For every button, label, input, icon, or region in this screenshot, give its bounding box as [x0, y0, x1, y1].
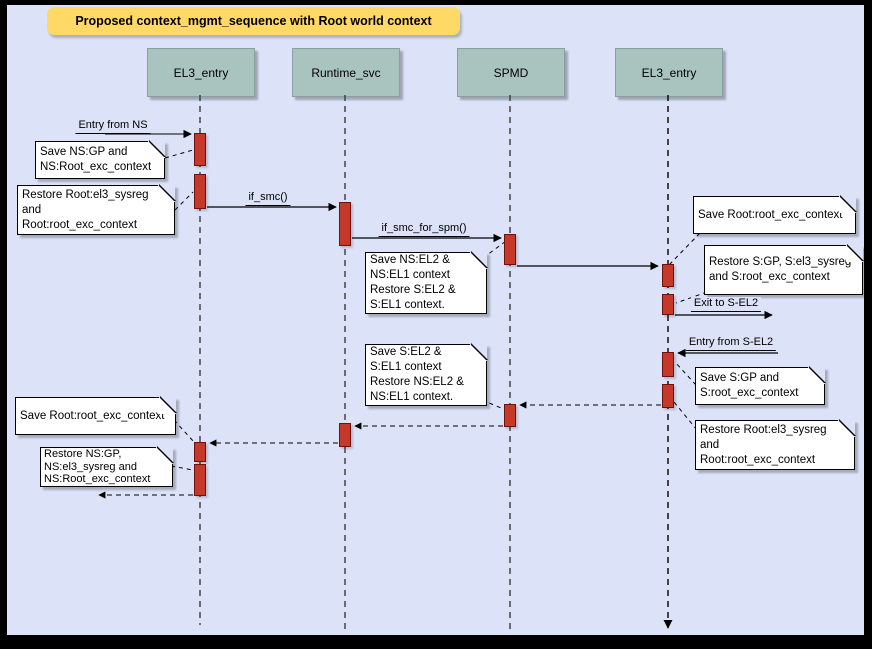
message-label-if-smc-for-spm: if_smc_for_spm()	[378, 222, 470, 237]
frame-border-top	[0, 0, 872, 5]
note-text: Save Root:root_exc_context	[20, 409, 165, 422]
note-restore-root-el3-sysreg-right: Restore Root:el3_sysreg and Root:root_ex…	[695, 420, 855, 470]
note-text: Save NS:GP and NS:Root_exc_context	[40, 146, 152, 173]
note-restore-s-gp: Restore S:GP, S:el3_sysreg and S:root_ex…	[704, 245, 863, 295]
note-restore-root-el3-sysreg: Restore Root:el3_sysreg and Root:root_ex…	[17, 185, 175, 235]
message-label-if-smc: if_smc()	[245, 191, 291, 206]
diagram-title: Proposed context_mgmt_sequence with Root…	[47, 7, 460, 35]
note-save-ns-el2: Save NS:EL2 & NS:EL1 context Restore S:E…	[365, 252, 487, 314]
note-text: Restore Root:el3_sysreg and Root:root_ex…	[22, 188, 149, 231]
lifeline-header-el3-entry-right: EL3_entry	[615, 48, 723, 97]
note-text: Save S:GP and S:root_exc_context	[700, 372, 799, 399]
activation-bar	[194, 174, 206, 209]
frame-border-right	[864, 0, 872, 649]
activation-bar	[194, 133, 206, 166]
lifeline-header-spmd: SPMD	[457, 48, 565, 97]
lifeline-header-label: EL3_entry	[173, 65, 229, 80]
activation-bar	[504, 404, 516, 427]
note-connector-2	[174, 191, 194, 211]
note-save-ns-gp: Save NS:GP and NS:Root_exc_context	[35, 141, 165, 179]
activation-bar	[662, 264, 674, 287]
activation-bar	[339, 202, 351, 246]
lifeline-header-el3-entry-left: EL3_entry	[147, 48, 255, 97]
note-save-s-el2: Save S:EL2 & S:EL1 context Restore NS:EL…	[365, 344, 487, 406]
message-label-entry-from-ns: Entry from NS	[75, 119, 151, 134]
note-text: Restore S:GP, S:el3_sysreg and S:root_ex…	[709, 256, 852, 283]
lifeline-header-label: Runtime_svc	[311, 65, 381, 80]
note-text: Restore Root:el3_sysreg and Root:root_ex…	[700, 423, 827, 466]
note-connector-1	[164, 149, 194, 159]
note-save-s-gp: Save S:GP and S:root_exc_context	[695, 367, 825, 405]
note-connector-4	[668, 232, 701, 266]
note-restore-ns-gp: Restore NS:GP, NS:el3_sysreg and NS:Root…	[40, 447, 173, 487]
note-save-root-exc-right: Save Root:root_exc_context	[693, 196, 856, 234]
note-text: Save NS:EL2 & NS:EL1 context Restore S:E…	[370, 254, 456, 311]
lifeline-header-label: EL3_entry	[641, 65, 697, 80]
note-connector-9	[173, 419, 195, 443]
note-connector-10	[170, 465, 194, 471]
note-text: Save Root:root_exc_context	[698, 208, 843, 221]
note-connector-6	[674, 361, 697, 386]
activation-bar	[662, 352, 674, 377]
activation-bar	[194, 442, 206, 462]
frame-border-bottom	[0, 635, 872, 649]
activation-bar	[194, 464, 206, 496]
note-connector-7	[673, 401, 698, 431]
frame-border-left	[0, 0, 7, 649]
message-label-exit-to-s-el2: Exit to S-EL2	[690, 297, 762, 312]
note-save-root-exc-left: Save Root:root_exc_context	[15, 397, 176, 435]
lifeline-header-runtime-svc: Runtime_svc	[292, 48, 400, 97]
lifeline-header-label: SPMD	[493, 65, 529, 80]
message-label-entry-from-s-el2: Entry from S-EL2	[685, 336, 777, 351]
activation-bar	[662, 384, 674, 408]
note-text: Restore NS:GP, NS:el3_sysreg and NS:Root…	[44, 448, 151, 486]
activation-bar	[339, 423, 351, 447]
activation-bar	[662, 294, 674, 315]
activation-bar	[504, 234, 516, 265]
note-text: Save S:EL2 & S:EL1 context Restore NS:EL…	[370, 346, 464, 403]
